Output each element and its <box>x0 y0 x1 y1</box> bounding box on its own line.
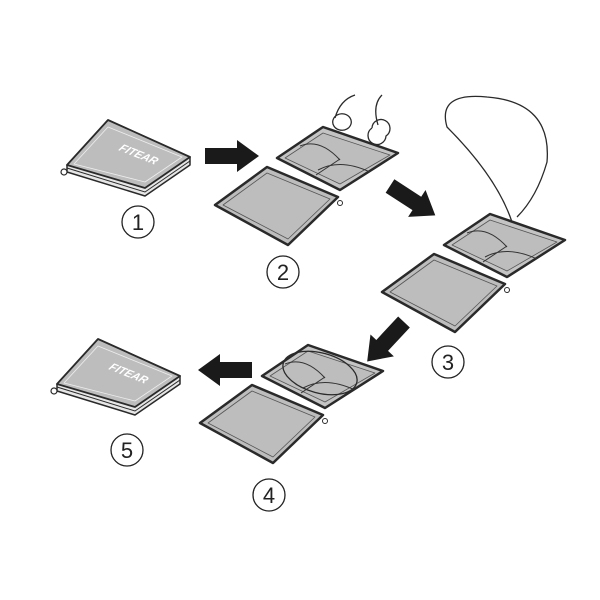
earphones-icon <box>332 94 391 146</box>
step-number-2: 2 <box>266 255 300 289</box>
open-case-step-2 <box>213 94 400 247</box>
step-number-1: 1 <box>121 205 155 239</box>
coiled-cable-icon <box>282 350 358 396</box>
closed-case-step-5: FITEAR <box>50 338 181 416</box>
arrow-left-icon <box>198 354 252 386</box>
svg-text:4: 4 <box>263 483 275 508</box>
step-number-4: 4 <box>252 478 286 512</box>
open-case-step-4 <box>198 343 385 465</box>
arrow-down-left-icon <box>355 311 416 373</box>
closed-case-step-1: FITEAR <box>60 119 191 197</box>
cable-icon <box>444 95 548 223</box>
svg-text:2: 2 <box>277 260 289 285</box>
svg-text:5: 5 <box>121 438 133 463</box>
arrow-down-right-icon <box>381 172 445 229</box>
step-number-3: 3 <box>431 345 465 379</box>
arrow-right-icon <box>205 140 259 172</box>
step-number-5: 5 <box>110 433 144 467</box>
svg-text:3: 3 <box>442 350 454 375</box>
svg-text:1: 1 <box>132 210 144 235</box>
open-case-step-3 <box>380 95 567 334</box>
